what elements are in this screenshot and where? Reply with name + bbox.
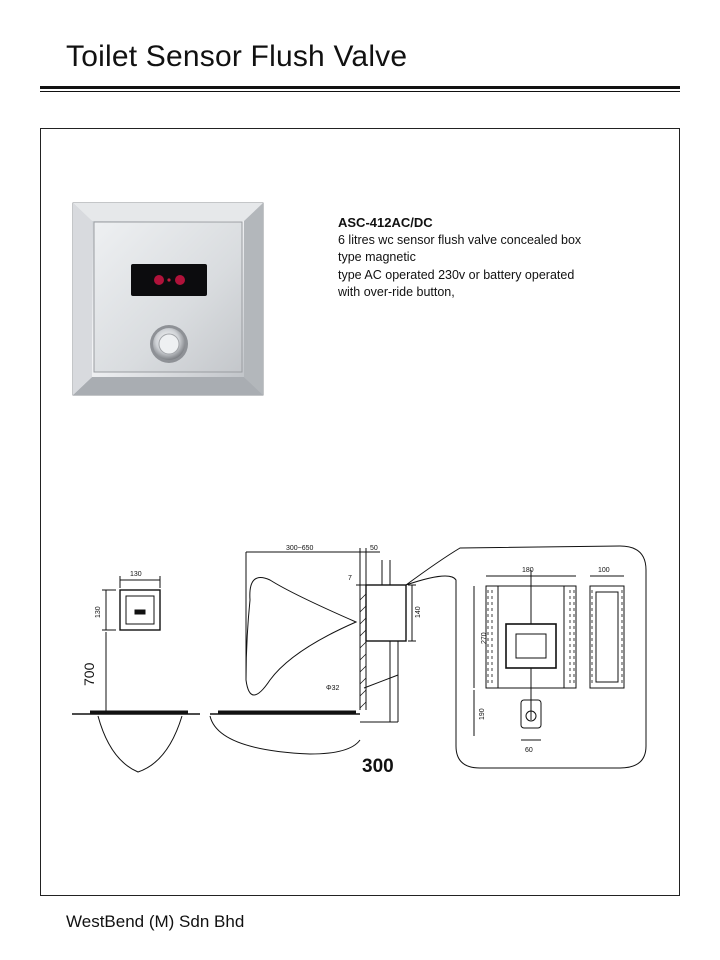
dim-box-h: 140 (415, 606, 422, 618)
flush-valve-product-image (72, 202, 264, 396)
description-line: with over-ride button, (338, 285, 455, 299)
model-code: ASC-412AC/DC (338, 215, 433, 230)
dim-mount-height: 700 (81, 662, 97, 686)
dim-detail-width: 180 (522, 567, 534, 574)
dim-reach: 300~650 (286, 545, 314, 552)
dim-pipe-distance: 300 (362, 756, 394, 777)
dim-box-height: 130 (95, 606, 102, 618)
dim-outlet-width: 60 (525, 747, 533, 754)
dim-detail-depth: 100 (598, 567, 610, 574)
installation-diagram: 130 130 300~650 50 7 140 Φ32 180 100 270… (72, 545, 647, 777)
content-frame (40, 128, 680, 896)
title-rule-thin (40, 91, 680, 92)
description-line: 6 litres wc sensor flush valve concealed… (338, 232, 582, 247)
dim-box-width: 130 (130, 571, 142, 578)
description-line: type AC operated 230v or battery operate… (338, 267, 575, 282)
page-title: Toilet Sensor Flush Valve (66, 40, 408, 73)
product-description: ASC-412AC/DC 6 litres wc sensor flush va… (338, 214, 638, 302)
dim-detail-height: 270 (481, 632, 488, 644)
dim-wall-offset: 50 (370, 545, 378, 552)
dim-pipe-dia: Φ32 (326, 685, 339, 692)
description-line: type magnetic (338, 250, 416, 264)
dim-depth: 7 (348, 575, 352, 582)
footer-company: WestBend (M) Sdn Bhd (66, 912, 245, 931)
dim-lower-height: 190 (479, 708, 486, 720)
title-rule (40, 86, 680, 89)
